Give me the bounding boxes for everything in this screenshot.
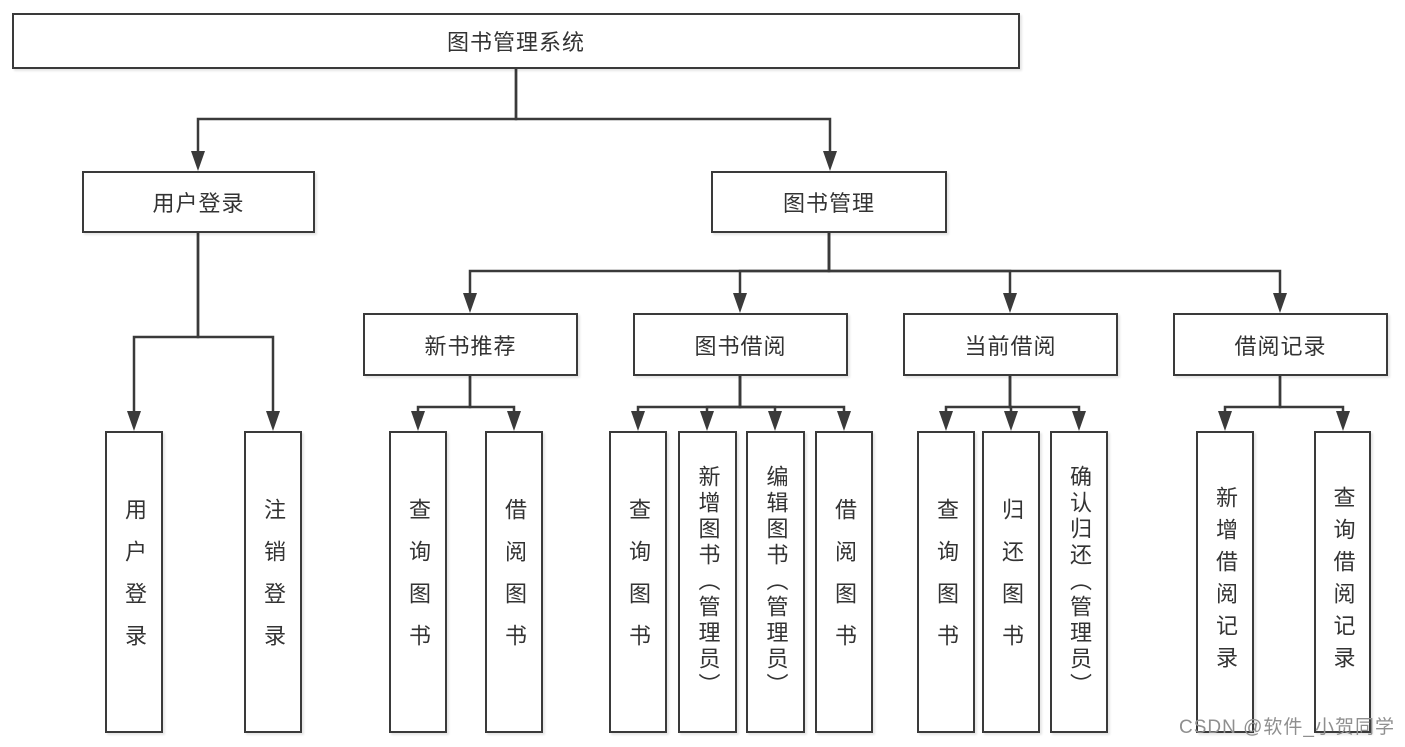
node-leaf-return-book: 归还图书 (982, 431, 1040, 733)
node-leaf-logout: 注销登录 (244, 431, 302, 733)
csdn-watermark: CSDN @软件_小贺同学 (1179, 717, 1395, 738)
node-leaf-confirm-return-admin: 确认归还（管理员） (1050, 431, 1108, 733)
node-label: 借阅图书 (832, 498, 857, 666)
node-label: 编辑图书（管理员） (763, 465, 789, 699)
node-borrowing-records: 借阅记录 (1173, 313, 1388, 376)
connector-borrowing-to-borrow (738, 376, 851, 431)
node-leaf-user-login: 用户登录 (105, 431, 163, 733)
node-label: 新书推荐 (424, 333, 517, 359)
node-label: 借阅记录 (1234, 333, 1327, 359)
node-leaf-borrow-books-recommend: 借阅图书 (485, 431, 543, 733)
connector-newbook-to-borrow (468, 376, 521, 431)
node-label: 用户登录 (122, 498, 147, 666)
node-label: 查询图书 (406, 498, 431, 666)
node-leaf-query-books-borrowing: 查询图书 (609, 431, 667, 733)
node-book-management: 图书管理 (711, 171, 947, 233)
connector-records-to-add (1218, 376, 1282, 431)
connector-current-to-query (939, 376, 1012, 431)
connector-root-to-user-login (191, 68, 518, 171)
connector-bookmgmt-to-records (827, 233, 1287, 313)
node-leaf-add-book-admin: 新增图书（管理员） (678, 431, 737, 733)
node-label: 新增图书（管理员） (695, 465, 721, 699)
node-book-borrowing: 图书借阅 (633, 313, 848, 376)
node-label: 查询图书 (626, 498, 651, 666)
connector-bookmgmt-to-borrowing (733, 233, 831, 313)
connector-borrowing-to-query (631, 376, 742, 431)
node-leaf-query-books-current: 查询图书 (917, 431, 975, 733)
connector-records-to-query (1278, 376, 1350, 431)
node-label: 用户登录 (152, 191, 245, 216)
node-label: 新增借阅记录 (1213, 486, 1238, 678)
node-label: 归还图书 (999, 498, 1024, 666)
node-label: 当前借阅 (964, 333, 1057, 359)
node-user-login-group: 用户登录 (82, 171, 315, 233)
node-root-system: 图书管理系统 (12, 13, 1020, 69)
connector-userlogin-to-login (127, 233, 200, 431)
connector-root-to-book-management (514, 68, 837, 171)
node-leaf-edit-book-admin: 编辑图书（管理员） (746, 431, 805, 733)
node-label: 借阅图书 (502, 498, 527, 666)
node-label: 图书管理 (782, 191, 875, 216)
node-leaf-query-borrow-record: 查询借阅记录 (1314, 431, 1371, 733)
connector-borrowing-to-edit (738, 376, 782, 431)
node-label: 确认归还（管理员） (1067, 465, 1092, 699)
node-leaf-borrow-books-borrowing: 借阅图书 (815, 431, 873, 733)
node-leaf-add-borrow-record: 新增借阅记录 (1196, 431, 1254, 733)
connector-borrowing-to-add (700, 376, 742, 431)
connector-newbook-to-query (411, 376, 472, 431)
connector-userlogin-to-logout (196, 233, 280, 431)
node-label: 查询图书 (934, 498, 959, 666)
node-label: 图书借阅 (694, 333, 787, 359)
node-new-book-recommend: 新书推荐 (363, 313, 578, 376)
node-current-borrowing: 当前借阅 (903, 313, 1118, 376)
node-leaf-query-books-recommend: 查询图书 (389, 431, 447, 733)
node-label: 查询借阅记录 (1330, 486, 1356, 678)
node-label: 注销登录 (261, 498, 286, 666)
node-label: 图书管理系统 (446, 30, 585, 55)
connector-current-to-confirm (1008, 376, 1086, 431)
